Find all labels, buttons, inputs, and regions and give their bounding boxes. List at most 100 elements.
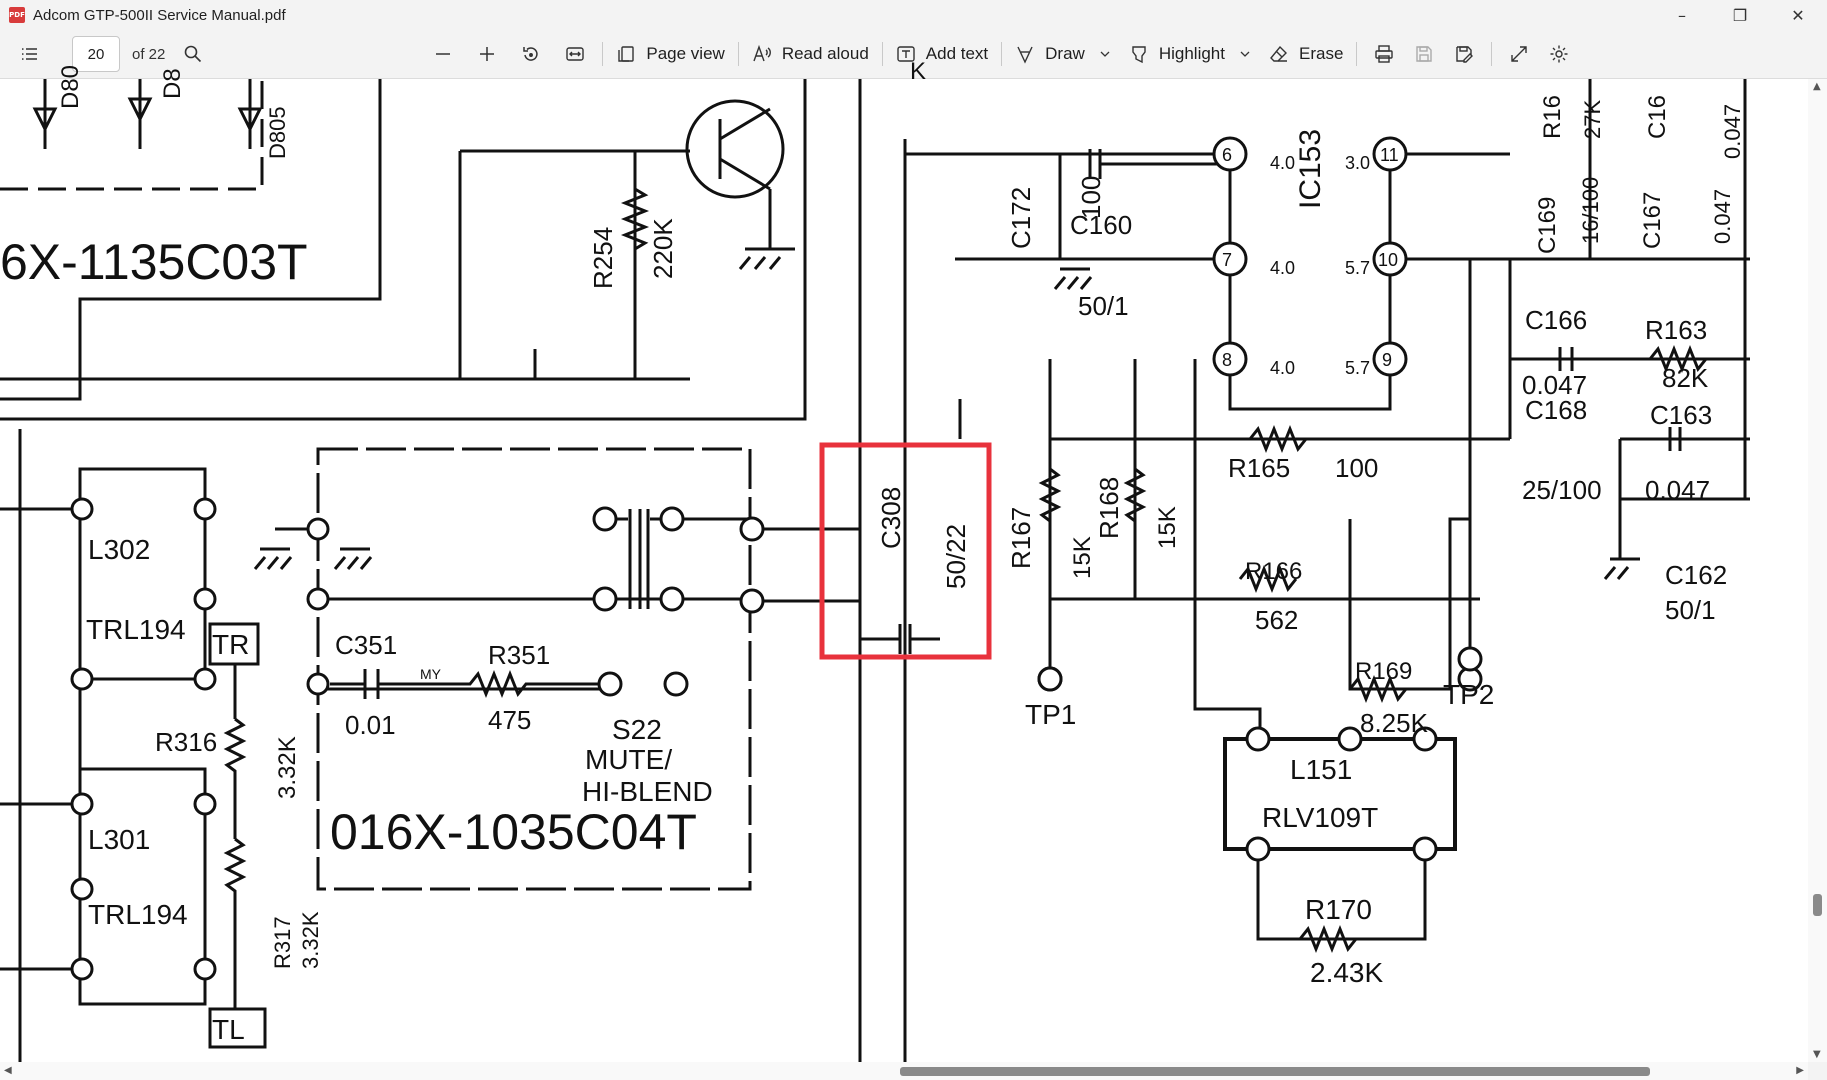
print-icon[interactable]: [1364, 34, 1404, 74]
label-mute: MUTE/: [585, 744, 672, 775]
label-c168: C168: [1525, 395, 1587, 425]
label-c167: C167: [1639, 192, 1666, 249]
highlight-annotation-box[interactable]: [819, 442, 992, 660]
label-c351: C351: [335, 630, 397, 660]
horizontal-scrollbar[interactable]: ◀ ▶: [0, 1062, 1808, 1080]
draw-icon: [1017, 46, 1033, 64]
save-icon[interactable]: [1404, 34, 1444, 74]
zoom-out-icon[interactable]: [423, 34, 463, 74]
read-aloud-button[interactable]: Read aloud: [746, 34, 875, 74]
label-c351-value: 0.01: [345, 710, 396, 740]
label-r166-value: 562: [1255, 605, 1298, 635]
title-bar: PDF Adcom GTP-500II Service Manual.pdf –…: [0, 0, 1827, 30]
label-l301: L301: [88, 824, 150, 855]
erase-button[interactable]: Erase: [1263, 34, 1349, 74]
label-r168-value: 15K: [1154, 506, 1181, 549]
minimize-icon[interactable]: –: [1678, 5, 1686, 25]
label-r169: R169: [1355, 658, 1412, 685]
label-trl194-b: TRL194: [88, 899, 188, 930]
scroll-down-icon[interactable]: ▼: [1813, 1049, 1821, 1060]
vertical-scrollbar[interactable]: ▲ ▼: [1808, 79, 1827, 1062]
label-l302: L302: [88, 534, 150, 565]
search-icon[interactable]: [173, 34, 213, 74]
close-icon[interactable]: ✕: [1791, 5, 1805, 25]
label-pin-11: 11: [1380, 145, 1399, 165]
label-r163-value: 82K: [1662, 363, 1709, 393]
label-c162-value: 50/1: [1665, 595, 1716, 625]
settings-gear-icon[interactable]: [1539, 34, 1579, 74]
label-c16x-value: 0.047: [1720, 104, 1745, 159]
label-tr: TR: [212, 629, 249, 660]
pdf-app-icon: PDF: [9, 7, 25, 23]
toolbar-divider: [1491, 42, 1493, 66]
vertical-scroll-thumb[interactable]: [1813, 894, 1822, 916]
label-r169-value: 8.25K: [1360, 708, 1429, 738]
draw-button[interactable]: Draw: [1009, 34, 1091, 74]
label-r163: R163: [1645, 315, 1707, 345]
read-aloud-icon: [753, 44, 771, 62]
label-r16x-value: 27K: [1580, 100, 1605, 139]
label-hi-blend: HI-BLEND: [582, 776, 713, 807]
label-r168: R168: [1094, 477, 1124, 539]
label-s22: S22: [612, 714, 662, 745]
document-viewer[interactable]: D80 D8 D805 6X-1135C03T R254 220K L302 T…: [0, 58, 1827, 1062]
add-text-button[interactable]: Add text: [890, 34, 994, 74]
label-tp2: TP2: [1443, 679, 1494, 710]
label-voltage-57a: 5.7: [1345, 258, 1370, 278]
page-total: of 22: [132, 45, 166, 63]
label-voltage-30: 3.0: [1345, 153, 1370, 173]
label-r317-value: 3.32K: [298, 911, 323, 969]
restore-icon[interactable]: ❐: [1732, 5, 1748, 25]
draw-chevron-down-icon[interactable]: [1091, 34, 1119, 74]
save-as-icon[interactable]: [1444, 34, 1484, 74]
label-c163: C163: [1650, 400, 1712, 430]
label-c166: C166: [1525, 305, 1587, 335]
highlight-chevron-down-icon[interactable]: [1231, 34, 1259, 74]
label-voltage-40c: 4.0: [1270, 358, 1295, 378]
label-ic153: IC153: [1294, 129, 1327, 209]
label-r254: R254: [588, 227, 618, 289]
label-rlv109t: RLV109T: [1262, 802, 1378, 833]
page-view-button[interactable]: Page view: [610, 34, 730, 74]
label-pin-6: 6: [1222, 145, 1232, 165]
label-voltage-40a: 4.0: [1270, 153, 1295, 173]
fit-width-icon[interactable]: [555, 34, 595, 74]
horizontal-scroll-thumb[interactable]: [900, 1067, 1650, 1076]
read-aloud-label: Read aloud: [781, 44, 869, 63]
fullscreen-icon[interactable]: [1499, 34, 1539, 74]
label-c16x: C16: [1644, 95, 1671, 139]
label-c163-value: 0.047: [1645, 475, 1710, 505]
toolbar-divider: [1001, 42, 1003, 66]
erase-label: Erase: [1298, 44, 1344, 63]
label-trl194-a: TRL194: [86, 614, 186, 645]
label-l151: L151: [1290, 754, 1352, 785]
label-c169-value: 16/100: [1578, 177, 1603, 244]
label-c308: C308: [876, 487, 906, 549]
label-c162: C162: [1665, 560, 1727, 590]
label-c169: C169: [1534, 197, 1561, 254]
label-r165: R165: [1228, 453, 1290, 483]
label-c167-value: 0.047: [1710, 189, 1735, 244]
scroll-right-icon[interactable]: ▶: [1796, 1065, 1804, 1076]
scroll-left-icon[interactable]: ◀: [4, 1065, 12, 1076]
toolbar-divider: [737, 42, 739, 66]
highlight-button[interactable]: Highlight: [1123, 34, 1231, 74]
highlight-label: Highlight: [1158, 44, 1225, 63]
page-number-input[interactable]: 20: [72, 36, 120, 72]
label-voltage-40b: 4.0: [1270, 258, 1295, 278]
schematic-page: D80 D8 D805 6X-1135C03T R254 220K L302 T…: [0, 58, 1750, 1062]
label-r165-value: 100: [1335, 453, 1378, 483]
add-text-icon: [897, 46, 915, 62]
label-c308-value: 50/22: [941, 524, 971, 589]
label-tl: TL: [212, 1014, 245, 1045]
label-r317: R317: [270, 916, 295, 969]
label-pin-9: 9: [1382, 350, 1392, 370]
label-r316: R316: [155, 727, 217, 757]
label-pin-10: 10: [1378, 250, 1398, 270]
scroll-up-icon[interactable]: ▲: [1813, 81, 1821, 92]
label-pin-8: 8: [1222, 350, 1232, 370]
contents-list-icon[interactable]: [10, 34, 50, 74]
toolbar-divider: [602, 42, 604, 66]
zoom-in-icon[interactable]: [467, 34, 507, 74]
rotate-icon[interactable]: [511, 34, 551, 74]
